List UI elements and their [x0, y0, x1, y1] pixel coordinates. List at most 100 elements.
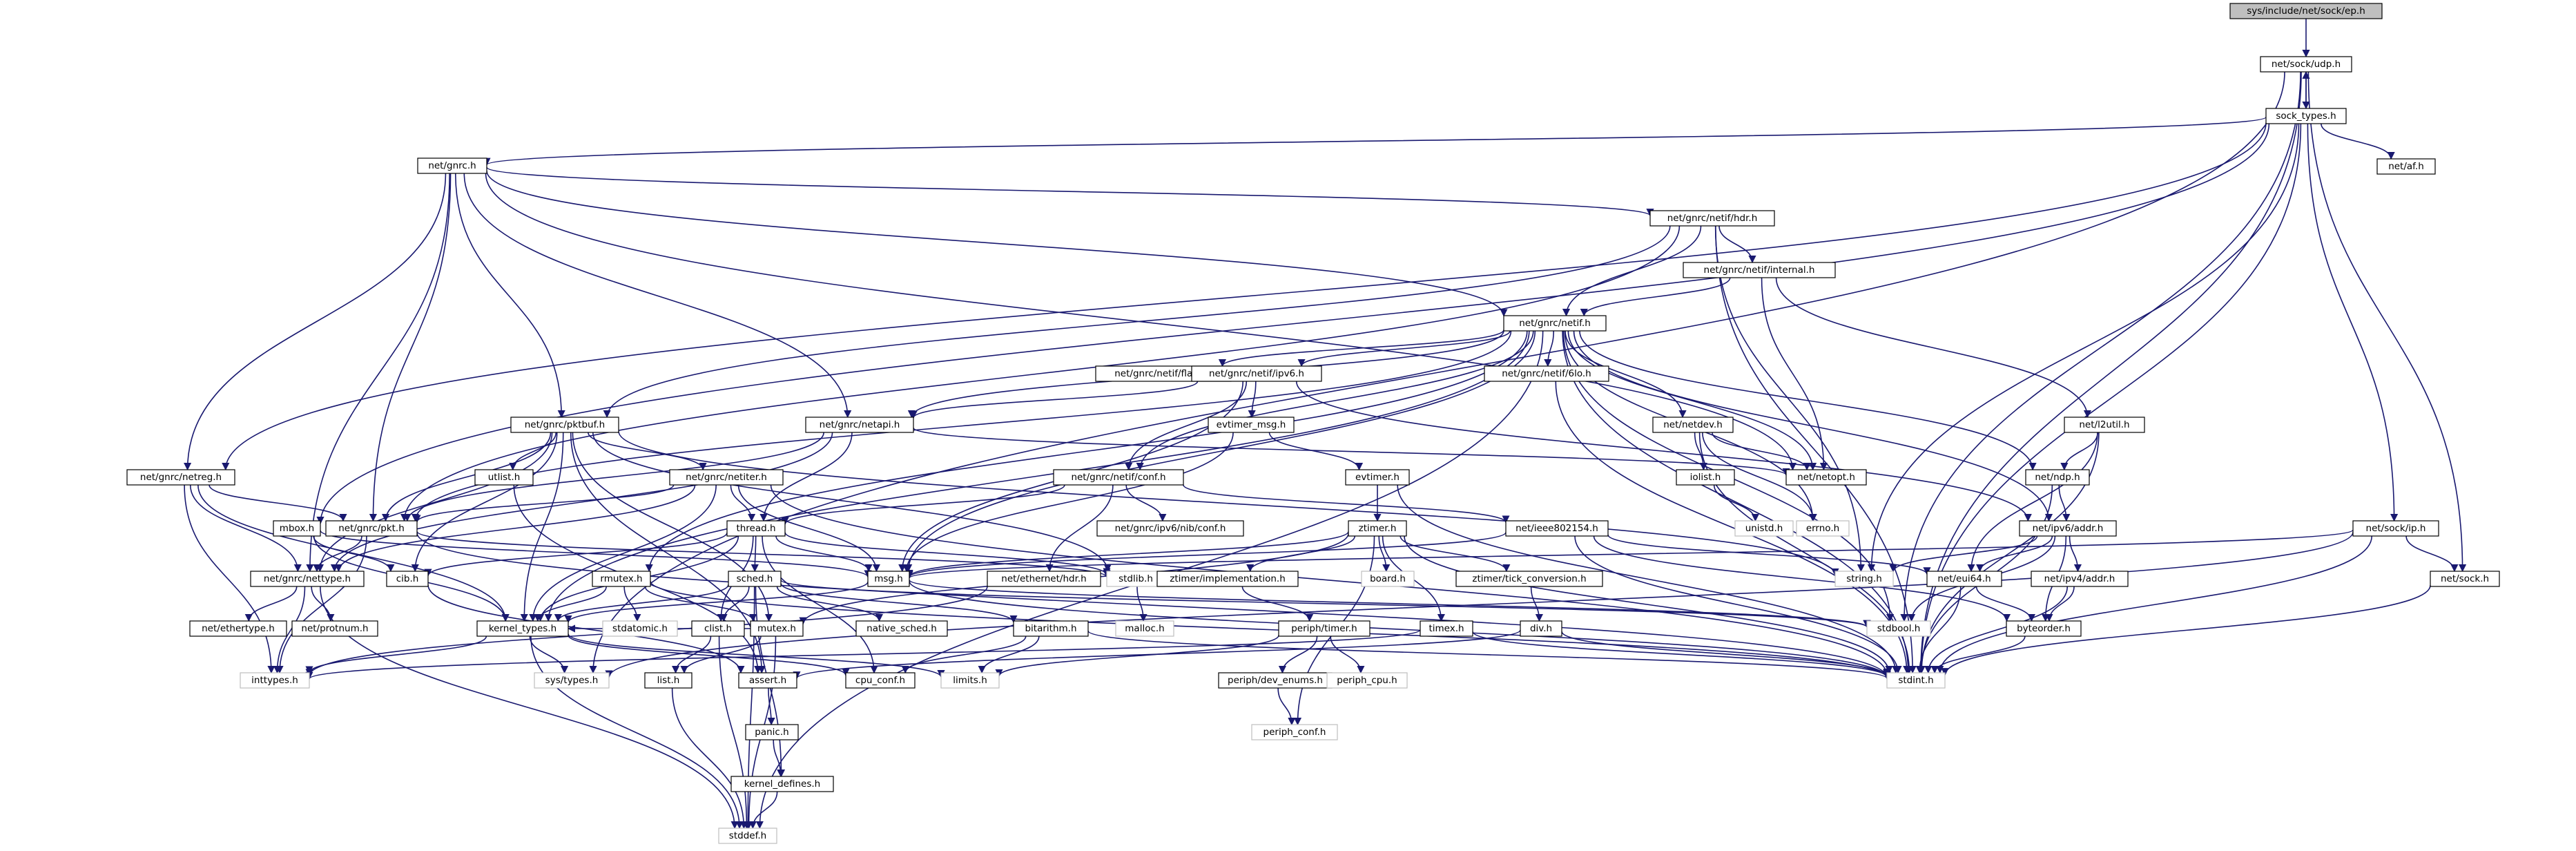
edge-ieee-to-msg: [905, 531, 1507, 578]
node-msg[interactable]: msg.h: [867, 571, 910, 587]
node-netifinternal[interactable]: net/gnrc/netif/internal.h: [1683, 262, 1836, 278]
node-ndp[interactable]: net/ndp.h: [2025, 469, 2090, 486]
node-netifipv6[interactable]: net/gnrc/netif/ipv6.h: [1191, 365, 1322, 382]
node-evtimer[interactable]: evtimer.h: [1345, 469, 1410, 486]
node-ipv4addr[interactable]: net/ipv4/addr.h: [2031, 571, 2129, 587]
edge-listh-to-stddef: [671, 687, 748, 830]
edge-netif-to-netif6lo: [1544, 330, 1554, 367]
node-box: [855, 620, 948, 637]
edge-gnrc-to-netapi: [463, 173, 852, 419]
node-ep[interactable]: sys/include/net/sock/ep.h: [2229, 3, 2383, 19]
node-box: [510, 417, 619, 433]
node-ztimer[interactable]: ztimer.h: [1348, 520, 1407, 537]
node-gnrc[interactable]: net/gnrc.h: [417, 157, 487, 174]
node-panic[interactable]: panic.h: [745, 724, 799, 740]
node-periphtimer[interactable]: periph/timer.h: [1278, 620, 1371, 637]
node-netopt[interactable]: net/netopt.h: [1785, 469, 1867, 486]
node-errno[interactable]: errno.h: [1796, 520, 1850, 537]
node-eui64[interactable]: net/eui64.h: [1926, 571, 2002, 587]
node-ieee[interactable]: net/ieee802154.h: [1505, 520, 1609, 537]
node-stringh[interactable]: string.h: [1834, 571, 1894, 587]
node-netifhdr[interactable]: net/gnrc/netif/hdr.h: [1649, 210, 1775, 227]
node-nativesched[interactable]: native_sched.h: [855, 620, 948, 637]
node-mutex[interactable]: mutex.h: [750, 620, 804, 637]
node-periphconf[interactable]: periph_conf.h: [1251, 724, 1338, 740]
node-socktypes[interactable]: sock_types.h: [2265, 108, 2347, 124]
node-unistd[interactable]: unistd.h: [1734, 520, 1794, 537]
node-ipv6nib[interactable]: net/gnrc/ipv6/nib/conf.h: [1096, 520, 1244, 537]
node-label: errno.h: [1806, 523, 1839, 534]
node-timexh[interactable]: timex.h: [1420, 620, 1473, 637]
node-label: net/ethertype.h: [202, 623, 275, 634]
node-netethertype[interactable]: net/ethertype.h: [189, 620, 287, 637]
node-netreg[interactable]: net/gnrc/netreg.h: [126, 469, 235, 486]
node-label: stdatomic.h: [612, 623, 668, 634]
node-assert[interactable]: assert.h: [738, 672, 797, 689]
node-af[interactable]: net/af.h: [2376, 158, 2436, 175]
node-byteorder[interactable]: byteorder.h: [2006, 620, 2082, 637]
node-label: stdbool.h: [1877, 623, 1921, 634]
edge-ztimerimpl-to-periphtimer: [1241, 586, 1314, 622]
node-evtimermsg[interactable]: evtimer_msg.h: [1208, 417, 1295, 433]
node-stdlib[interactable]: stdlib.h: [1106, 571, 1165, 587]
node-netif6lo[interactable]: net/gnrc/netif/6lo.h: [1484, 365, 1609, 382]
node-kerneltypes[interactable]: kernel_types.h: [476, 620, 569, 637]
edge-ieee-to-eui64: [1607, 534, 1931, 575]
node-netiter[interactable]: net/gnrc/netiter.h: [669, 469, 784, 486]
edge-netifhdr-to-netifinternal: [1718, 225, 1756, 264]
node-iolist[interactable]: iolist.h: [1676, 469, 1735, 486]
node-rmutex[interactable]: rmutex.h: [592, 571, 651, 587]
node-box: [1649, 210, 1775, 227]
node-cib[interactable]: cib.h: [386, 571, 429, 587]
node-box: [2352, 520, 2439, 537]
node-ethhdr[interactable]: net/ethernet/hdr.h: [987, 571, 1101, 587]
node-ztimerimpl[interactable]: ztimer/implementation.h: [1156, 571, 1299, 587]
node-ipv6addr[interactable]: net/ipv6/addr.h: [2019, 520, 2117, 537]
edge-netifhdr-to-pktbuf: [603, 225, 1671, 419]
node-pktbuf[interactable]: net/gnrc/pktbuf.h: [510, 417, 619, 433]
node-label: panic.h: [755, 727, 788, 738]
edge-netapi-to-netopt: [913, 427, 1790, 476]
edge-gnrc-to-netif: [486, 171, 1508, 317]
node-ztimertick[interactable]: ztimer/tick_conversion.h: [1455, 571, 1603, 587]
edge-ztimer-to-board: [1378, 535, 1391, 573]
node-board[interactable]: board.h: [1361, 571, 1415, 587]
node-netprotnum[interactable]: net/protnum.h: [291, 620, 378, 637]
node-thread[interactable]: thread.h: [726, 520, 786, 537]
node-box: [2006, 620, 2082, 637]
node-netifconf[interactable]: net/gnrc/netif/conf.h: [1053, 469, 1184, 486]
node-listh[interactable]: list.h: [644, 672, 693, 689]
node-bitarithm[interactable]: bitarithm.h: [1013, 620, 1089, 637]
node-devenums[interactable]: periph/dev_enums.h: [1218, 672, 1333, 689]
node-sockip[interactable]: net/sock/ip.h: [2352, 520, 2439, 537]
node-stdbool[interactable]: stdbool.h: [1866, 620, 1931, 637]
node-systypes[interactable]: sys/types.h: [534, 672, 610, 689]
node-udp[interactable]: net/sock/udp.h: [2260, 56, 2352, 73]
node-inttypes[interactable]: inttypes.h: [240, 672, 310, 689]
node-clist[interactable]: clist.h: [691, 620, 745, 637]
node-box: [1505, 520, 1609, 537]
node-pkt[interactable]: net/gnrc/pkt.h: [325, 520, 418, 537]
node-mbox[interactable]: mbox.h: [273, 520, 321, 537]
node-malloc[interactable]: malloc.h: [1115, 620, 1174, 637]
node-cpuconf[interactable]: cpu_conf.h: [845, 672, 916, 689]
node-limits[interactable]: limits.h: [940, 672, 1000, 689]
node-netdev[interactable]: net/netdev.h: [1652, 417, 1734, 433]
node-utlist[interactable]: utlist.h: [474, 469, 534, 486]
edge-netifipv6-to-netifconf: [1125, 381, 1248, 471]
node-box: [189, 620, 287, 637]
node-sock[interactable]: net/sock.h: [2430, 571, 2500, 587]
node-netapi[interactable]: net/gnrc/netapi.h: [805, 417, 914, 433]
node-stddef[interactable]: stddef.h: [718, 828, 777, 844]
edge-kerneltypes-to-systypes: [529, 635, 569, 674]
node-periphcpu[interactable]: periph_cpu.h: [1326, 672, 1408, 689]
node-kerneldefs[interactable]: kernel_defines.h: [730, 776, 834, 792]
node-stdint[interactable]: stdint.h: [1886, 672, 1946, 689]
node-stdatomic[interactable]: stdatomic.h: [602, 620, 678, 637]
node-l2util[interactable]: net/l2util.h: [2064, 417, 2145, 433]
node-netif[interactable]: net/gnrc/netif.h: [1503, 315, 1607, 332]
node-div[interactable]: div.h: [1520, 620, 1562, 637]
node-box: [2265, 108, 2347, 124]
node-sched[interactable]: sched.h: [728, 571, 782, 587]
node-nettype[interactable]: net/gnrc/nettype.h: [250, 571, 365, 587]
